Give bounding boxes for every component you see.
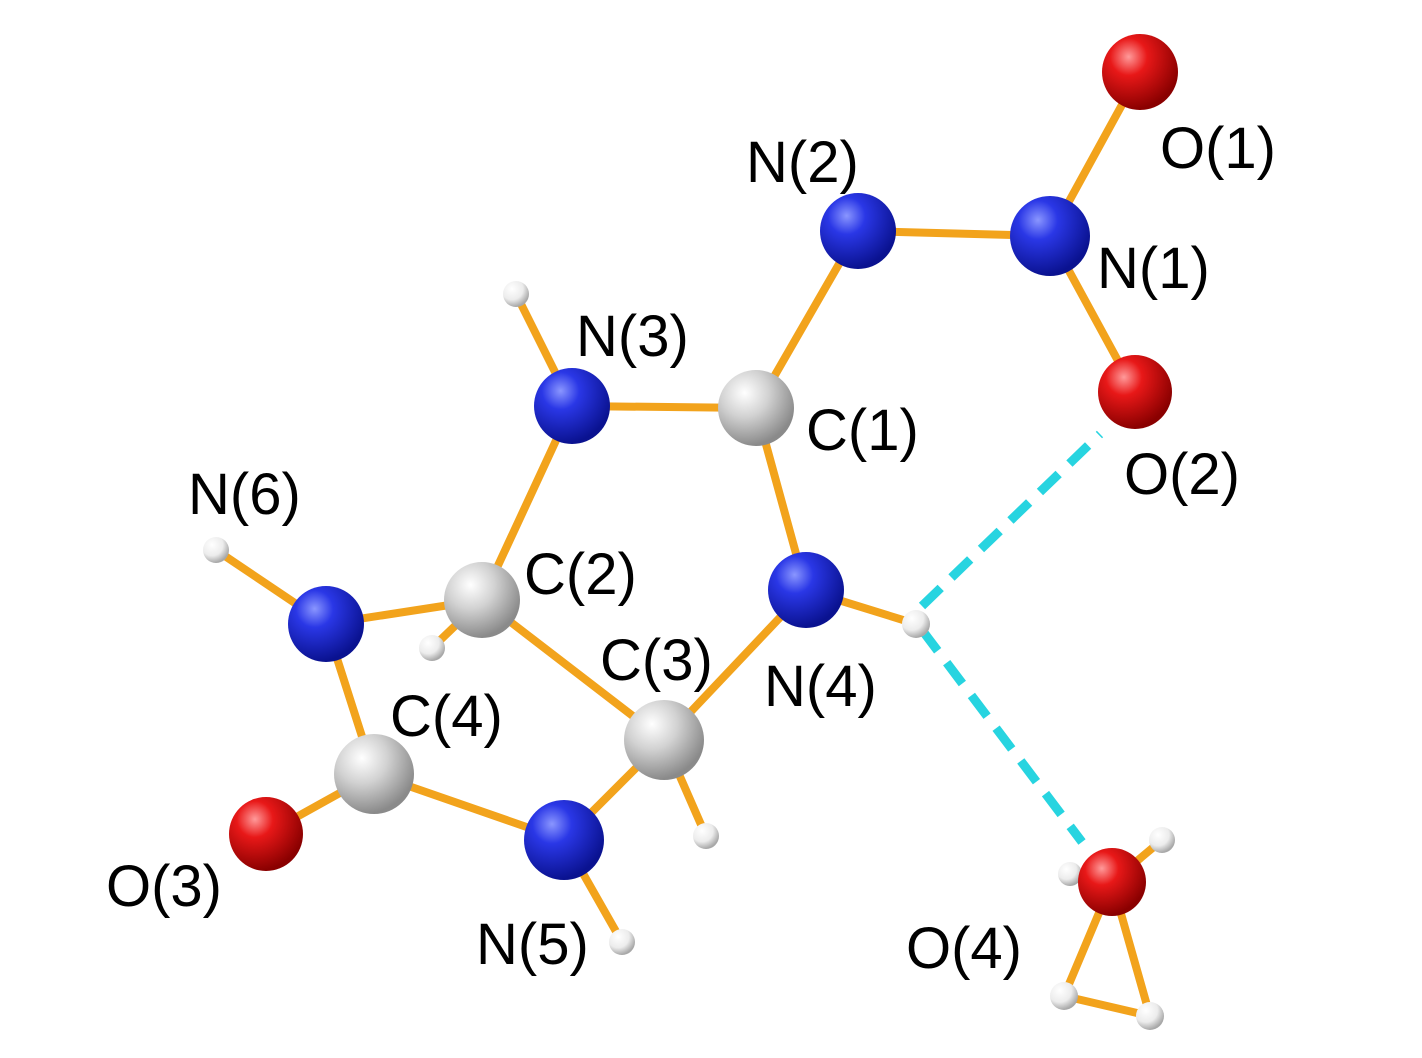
atom-label-layer: O(1) N(1) N(2) O(2) N(3) C(1) N(6) C(2) C(3) N(4)…	[106, 116, 1276, 981]
atom-n2	[820, 193, 896, 269]
bond-h-h-water	[1060, 992, 1154, 1020]
hydrogen-atom-n3	[503, 281, 529, 307]
atom-label-n6: N(6)	[188, 462, 301, 527]
atom-label-n5: N(5)	[476, 912, 589, 977]
atom-n4	[768, 552, 844, 628]
hydrogen-atom-c3	[693, 823, 719, 849]
hydrogen-atom-c2	[419, 635, 445, 661]
atom-label-n1: N(1)	[1097, 236, 1210, 301]
hydrogen-atom-o4-left	[1050, 982, 1078, 1010]
hydrogen-bond-n4h-o2	[918, 430, 1104, 610]
hydrogen-atom-n6	[203, 537, 229, 563]
hydrogen-bond-layer	[918, 430, 1104, 845]
atom-label-o2: O(2)	[1124, 442, 1240, 507]
hydrogen-atom-layer	[203, 281, 1175, 1030]
atom-layer	[229, 34, 1178, 916]
atom-o4	[1078, 848, 1146, 916]
atom-n6	[288, 586, 364, 662]
atom-n3	[534, 368, 610, 444]
atom-c3	[624, 700, 704, 780]
hydrogen-atom-n4	[902, 610, 930, 638]
atom-label-n3: N(3)	[576, 304, 689, 369]
hydrogen-atom-o4-upper	[1149, 827, 1175, 853]
atom-label-c4: C(4)	[390, 684, 503, 749]
atom-label-o1: O(1)	[1160, 116, 1276, 181]
atom-label-o3: O(3)	[106, 854, 222, 919]
hydrogen-atom-o4-right	[1136, 1002, 1164, 1030]
atom-n1	[1010, 196, 1090, 276]
atom-label-c3: C(3)	[600, 628, 713, 693]
atom-label-c1: C(1)	[806, 398, 919, 463]
atom-o2	[1098, 355, 1172, 429]
atom-label-o4: O(4)	[906, 916, 1022, 981]
atom-label-c2: C(2)	[524, 542, 637, 607]
atom-c1	[718, 370, 794, 446]
atom-c4	[334, 734, 414, 814]
atom-n5	[524, 800, 604, 880]
atom-label-n4: N(4)	[764, 654, 877, 719]
hydrogen-atom-o4-side	[1058, 862, 1082, 886]
atom-o1	[1102, 34, 1178, 110]
atom-label-n2: N(2)	[746, 130, 859, 195]
atom-o3	[229, 797, 303, 871]
atom-c2	[444, 562, 520, 638]
hydrogen-bond-n4h-o4	[918, 627, 1086, 845]
hydrogen-atom-n5	[609, 929, 635, 955]
